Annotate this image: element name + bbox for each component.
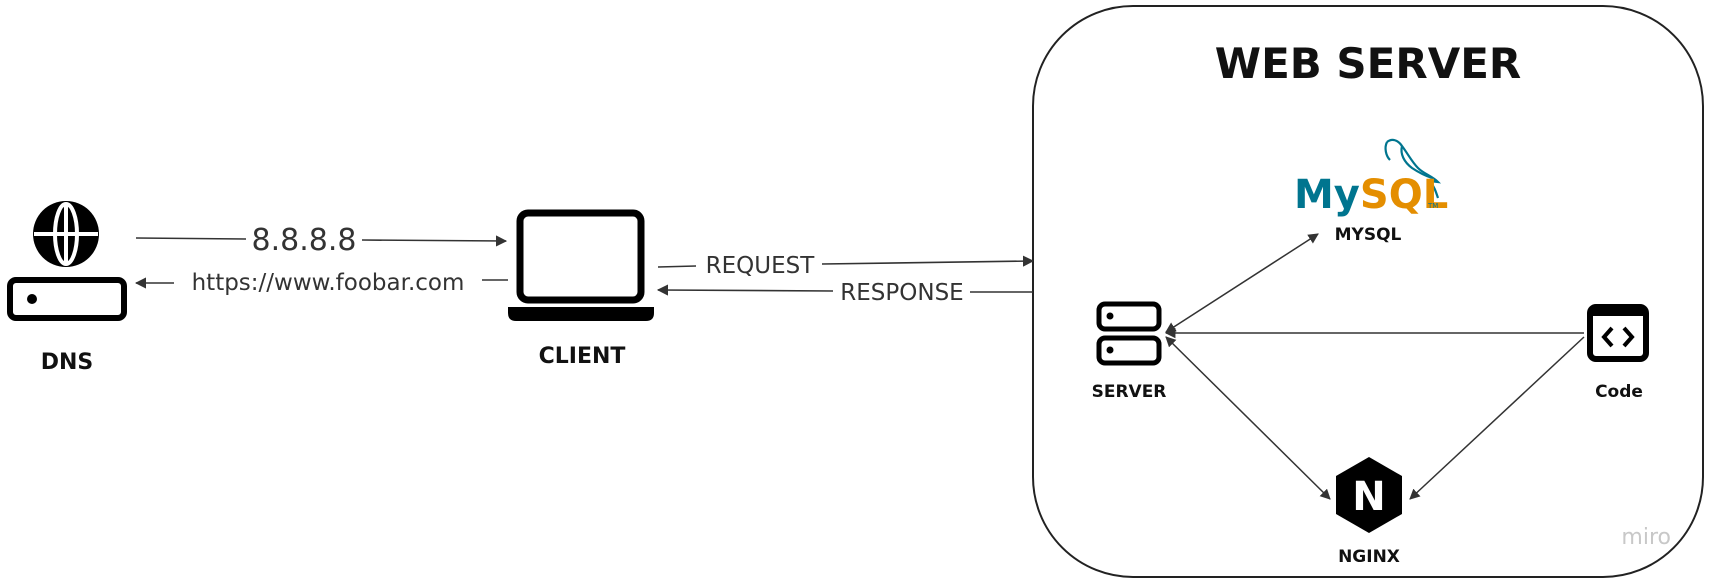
edge-label-dns-ip: 8.8.8.8 xyxy=(252,223,357,258)
client-label: CLIENT xyxy=(539,344,626,369)
mysql-logo-text: MySQL xyxy=(1294,172,1448,218)
nginx-hexagon-icon: N xyxy=(1336,457,1402,533)
edge-label-response: RESPONSE xyxy=(840,280,963,306)
edge-code-nginx xyxy=(1409,336,1585,500)
edge-request-tail xyxy=(821,255,1035,267)
edge-response-tail xyxy=(656,284,834,296)
mysql-label: MYSQL xyxy=(1335,225,1402,245)
miro-watermark: miro xyxy=(1621,525,1671,550)
edge-dns-to-client-tail xyxy=(361,235,508,247)
server-stack-icon xyxy=(1096,301,1162,366)
nginx-logo-letter: N xyxy=(1352,474,1385,520)
edge-label-request: REQUEST xyxy=(706,253,816,279)
code-brackets-icon xyxy=(1587,304,1649,362)
edge-server-mysql xyxy=(1165,233,1319,333)
edge-server-nginx xyxy=(1165,336,1331,500)
edge-request xyxy=(657,265,697,268)
globe-server-icon xyxy=(7,201,127,321)
laptop-icon xyxy=(508,209,654,321)
mysql-dolphin-icon xyxy=(1384,138,1442,199)
server-label: SERVER xyxy=(1092,382,1167,402)
edge-label-domain: https://www.foobar.com xyxy=(192,270,465,296)
edge-dns-to-client xyxy=(135,237,247,240)
web-server-title: WEB SERVER xyxy=(1215,39,1521,88)
code-label: Code xyxy=(1595,382,1643,402)
dns-label: DNS xyxy=(41,350,94,375)
nginx-label: NGINX xyxy=(1338,547,1400,567)
mysql-logo-tm: TM xyxy=(1427,202,1438,210)
